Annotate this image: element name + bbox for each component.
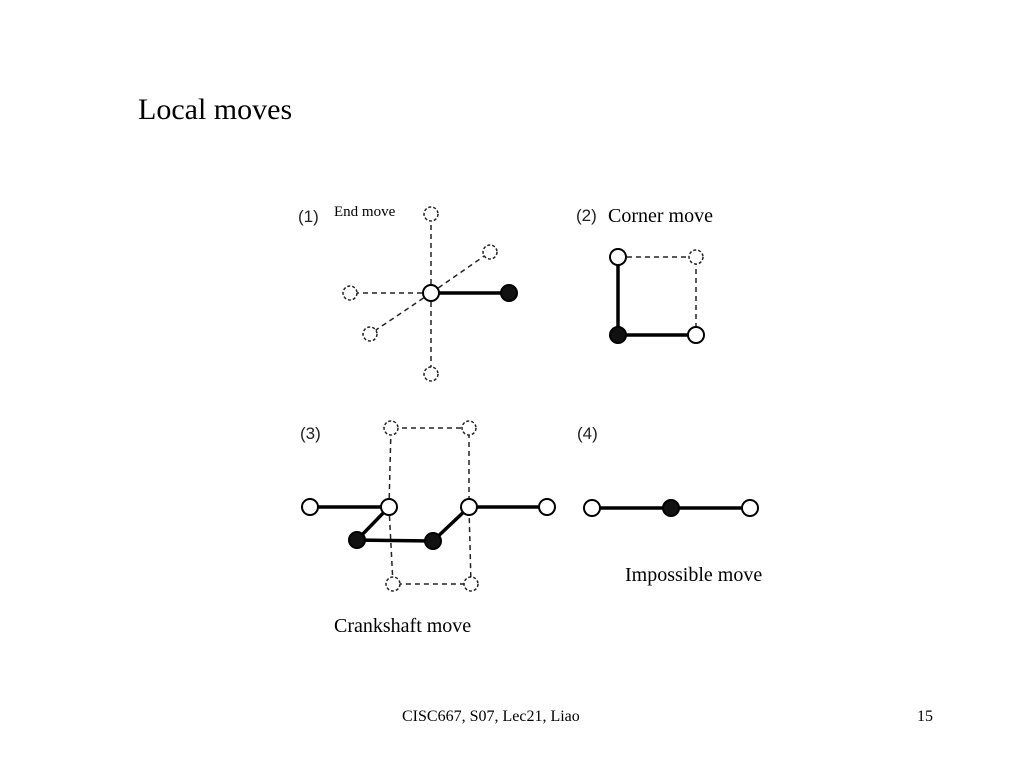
panel-3-caption: Crankshaft move [334,615,472,637]
residue-open [538,498,556,516]
panel-4-number: (4) [577,424,598,443]
candidate-position [383,420,399,436]
residue-open [583,499,601,517]
candidate-position [385,576,401,592]
panel-2-number: (2) [576,206,597,225]
residue-moving [609,326,627,344]
panel-3-number: (3) [300,424,321,443]
residue-open [380,498,398,516]
candidate-bond-downleft [369,292,432,335]
panel-4-caption: Impossible move [625,564,763,586]
slide-title: Local moves [138,93,293,126]
residue-open [741,499,759,517]
residue-moving [424,532,442,550]
candidate-position [423,206,439,222]
impossible-move-diagram [583,499,759,517]
corner-move-diagram [609,248,705,344]
bonds [310,505,547,543]
candidate-position [463,576,479,592]
crankshaft-move-diagram [301,420,556,592]
page-number: 15 [917,708,933,725]
candidate-position [362,326,378,342]
residue-moving [500,284,518,302]
candidate-position [342,285,358,301]
bonds [616,257,696,337]
panel-1-number: (1) [298,207,319,226]
residue-open [687,326,705,344]
candidate-bonds-top [388,427,470,508]
candidate-position [461,420,477,436]
panel-1-caption: End move [334,204,396,220]
residue-open [422,284,440,302]
candidate-bonds-bottom [388,506,472,585]
residue-moving [662,499,680,517]
residue-open [609,248,627,266]
candidate-position [482,244,498,260]
candidate-position [688,249,704,265]
slide-footer: CISC667, S07, Lec21, Liao [402,708,580,725]
end-move-diagram [342,206,518,382]
candidate-bond-upright [430,251,491,294]
candidate-position [423,366,439,382]
residue-moving [348,531,366,549]
panel-2-caption: Corner move [608,205,713,227]
residue-open [460,498,478,516]
residue-open [301,498,319,516]
candidate-bonds [618,256,697,335]
